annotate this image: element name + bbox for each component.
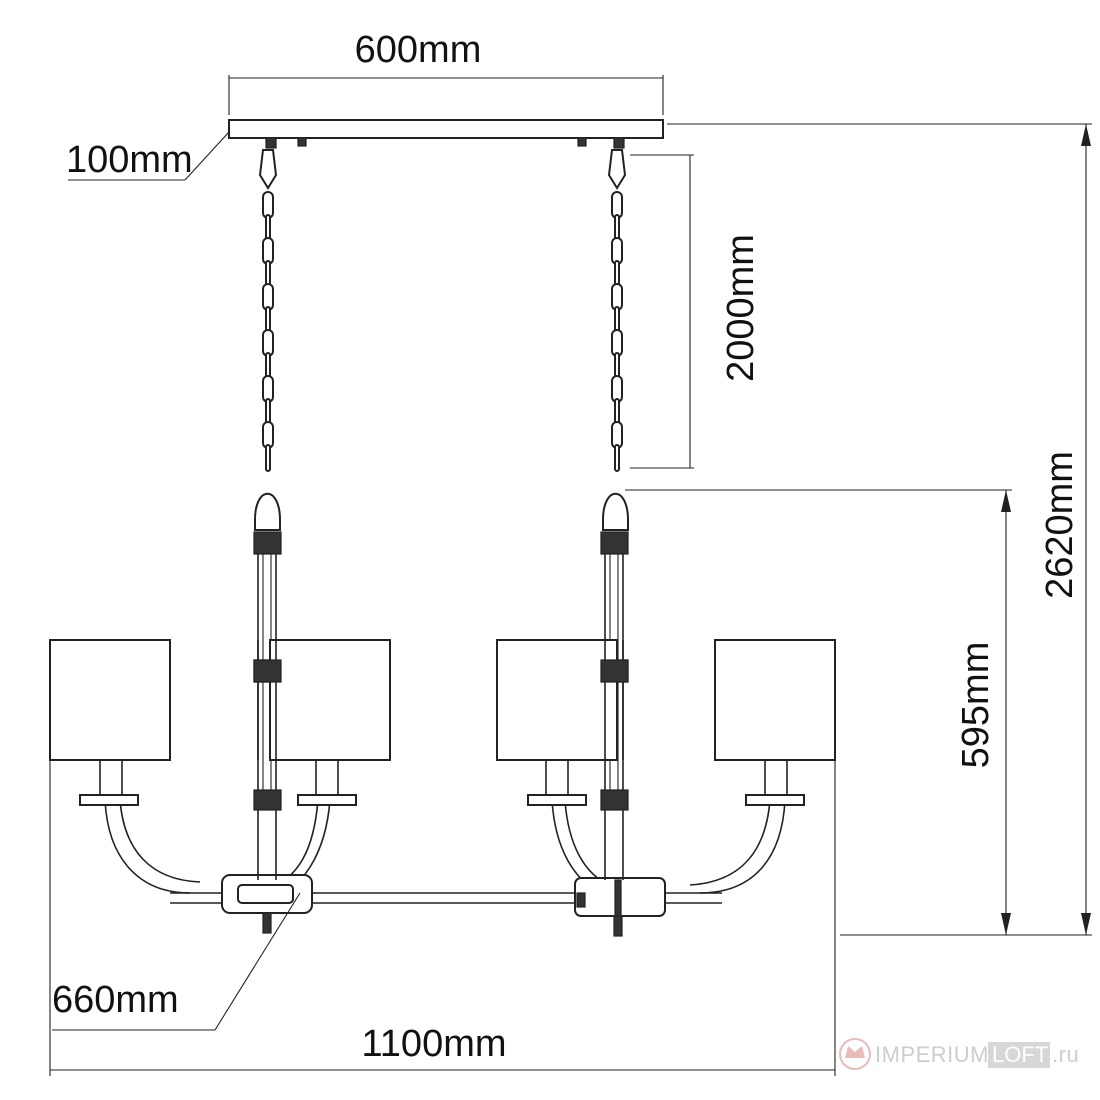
- fixture-height-label: 595mm: [955, 642, 997, 769]
- right-chain: [607, 149, 627, 472]
- total-width-label: 1100mm: [361, 1023, 506, 1065]
- lamp-shade-4: [714, 639, 836, 806]
- canopy-depth-dimension: 100mm: [66, 131, 230, 181]
- fixture-body: [104, 492, 786, 937]
- watermark-prefix: IMPERIUM: [875, 1042, 989, 1067]
- rod-overlay: [253, 640, 629, 760]
- lamp-shade-3: [496, 639, 618, 806]
- crown-logo-icon: [839, 1038, 871, 1070]
- arm-diameter-label: 660mm: [52, 979, 179, 1021]
- chain-link: [265, 444, 271, 472]
- canopy-depth-label: 100mm: [66, 139, 193, 181]
- chain-length-label: 2000mm: [720, 234, 762, 382]
- ceiling-canopy: [228, 119, 664, 149]
- canopy-width-label: 600mm: [355, 29, 482, 71]
- watermark-box: [988, 1042, 1050, 1068]
- watermark: IMPERIUM LOFT .ru: [839, 1038, 1079, 1070]
- watermark-suffix: .ru: [1052, 1042, 1079, 1067]
- lamp-shade-2: [269, 639, 391, 806]
- lamp-shade-1: [49, 639, 171, 806]
- fixture-height-dimension: 595mm: [625, 489, 1012, 935]
- canopy-width-dimension: 600mm: [228, 29, 664, 115]
- chain-length-dimension: 2000mm: [630, 154, 762, 469]
- left-chain: [258, 149, 278, 472]
- chain-link: [614, 444, 620, 472]
- total-height-label: 2620mm: [1039, 451, 1081, 599]
- total-width-dimension: 1100mm: [49, 760, 836, 1076]
- chain-hook: [258, 149, 278, 190]
- watermark-boxed: LOFT: [992, 1042, 1048, 1067]
- chain-hook: [607, 149, 627, 190]
- arm-diameter-dimension: 660mm: [52, 892, 301, 1031]
- total-height-dimension: 2620mm: [667, 123, 1092, 936]
